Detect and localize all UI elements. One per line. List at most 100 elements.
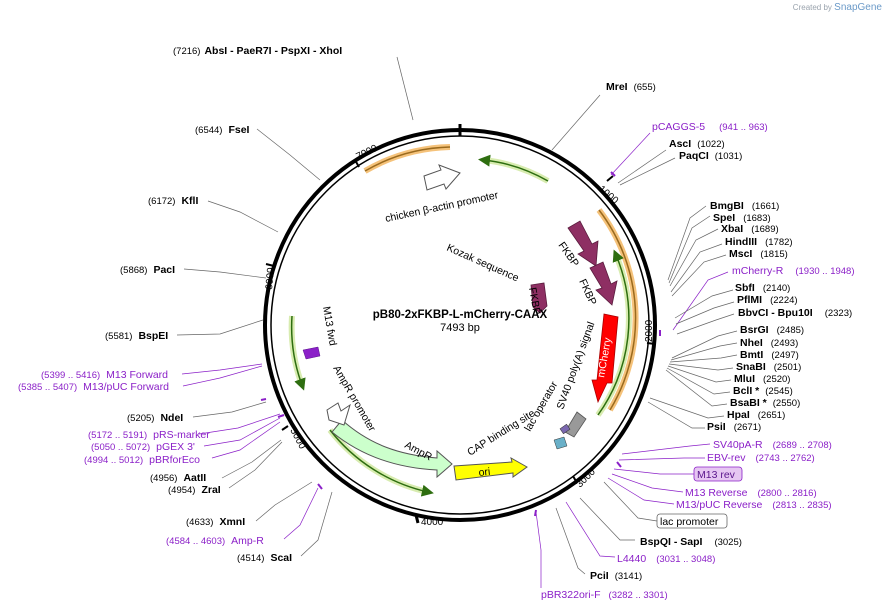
primers: pCAGGS-5(941 .. 963) mCherry-R(1930 .. 1…: [18, 121, 855, 601]
tick-7000-mark: [354, 159, 360, 168]
leader-psii: [647, 401, 705, 429]
tick-4000: 4000: [421, 517, 444, 528]
restriction-sites: (7216)AbsI - PaeR7I - PspXI - XhoI MreI(…: [105, 45, 852, 582]
site-sbfi[interactable]: SbfI(2140): [735, 282, 790, 294]
leader-absi: [396, 56, 414, 121]
plasmid-size: 7493 bp: [440, 322, 480, 334]
site-bsrgi[interactable]: BsrGI(2485): [740, 324, 804, 336]
primer-pcaggs5[interactable]: pCAGGS-5(941 .. 963): [652, 121, 768, 133]
leader-mlui: [667, 365, 732, 383]
leader-lines: [176, 56, 738, 588]
fkbp-arrow-3[interactable]: [530, 282, 548, 314]
ampr-promoter-arrow[interactable]: [326, 402, 351, 426]
leader-prsmarker: [198, 413, 281, 435]
leader-snabi: [668, 363, 734, 371]
tick-1000: 1000: [596, 184, 620, 207]
inner-band-right-line: [597, 249, 630, 416]
site-mrei[interactable]: MreI(655): [606, 81, 656, 93]
site-msci[interactable]: MscI(1815): [729, 248, 788, 260]
leader-ebvrev: [618, 457, 705, 461]
site-mlui[interactable]: MluI(2520): [734, 373, 790, 385]
ori-arrow[interactable]: [453, 456, 528, 481]
primer-mcherryr[interactable]: mCherry-R(1930 .. 1948): [732, 265, 855, 277]
mark-pcaggs5: [610, 171, 616, 177]
primer-m13forward[interactable]: (5399 .. 5416)M13 Forward: [41, 369, 168, 381]
inner-band-bottom-line: [329, 429, 434, 497]
site-paqci[interactable]: PaqCI(1031): [679, 150, 742, 162]
inner-band-left-line: [290, 315, 306, 391]
site-kfli[interactable]: (6172)KflI: [148, 195, 198, 207]
site-bspqi[interactable]: BspQI - SapI(3025): [640, 536, 742, 548]
kozak-label: Kozak sequence: [445, 242, 521, 285]
fkbp-arrow-1[interactable]: [567, 220, 599, 267]
primer-pbr322[interactable]: pBR322ori-F(3282 .. 3301): [541, 589, 668, 601]
site-xbai[interactable]: XbaI(1689): [721, 223, 779, 235]
site-bsabi[interactable]: BsaBI *(2550): [730, 397, 800, 409]
leader-lacprom: [603, 481, 658, 522]
site-fsei[interactable]: (6544)FseI: [195, 124, 250, 136]
tick-5000: 5000: [287, 426, 307, 451]
lac-promoter-box: [656, 513, 728, 529]
fkbp-arrow-2[interactable]: [589, 261, 618, 306]
site-bspei[interactable]: (5581)BspEI: [105, 330, 168, 342]
primer-pbrforeco[interactable]: (4994 .. 5012)pBRforEco: [84, 454, 200, 466]
leader-xmni: [255, 481, 313, 522]
site-pcii[interactable]: PciI(3141): [590, 570, 642, 582]
leader-mcherryr: [672, 271, 729, 331]
site-bmgbi[interactable]: BmgBI(1661): [710, 200, 779, 212]
site-aatii[interactable]: (4956)AatII: [150, 472, 206, 484]
primer-l4440[interactable]: L4440(3031 .. 3048): [617, 553, 715, 565]
leader-hindiii: [670, 243, 723, 293]
primer-ampr[interactable]: (4584 .. 4603)Amp-R: [166, 535, 264, 547]
fkbp-label-1: FKBP: [556, 240, 582, 269]
leader-paci: [183, 268, 267, 279]
leader-bspei: [176, 319, 264, 336]
mcherry-arrow[interactable]: [591, 313, 619, 404]
leader-pgex3: [203, 417, 281, 447]
primer-sv40par[interactable]: SV40pA-R(2689 .. 2708): [713, 439, 832, 451]
site-bmti[interactable]: BmtI(2497): [740, 349, 799, 361]
site-ndei[interactable]: (5205)NdeI: [127, 412, 183, 424]
leader-ndei: [192, 401, 267, 418]
ampr-arrow[interactable]: [331, 419, 453, 479]
lac-operator-box[interactable]: [559, 423, 571, 435]
site-asci[interactable]: AscI(1022): [669, 138, 725, 150]
inner-bands: [288, 154, 632, 497]
leader-fsei: [256, 128, 321, 181]
cap-binding-label: CAP binding site: [465, 407, 537, 458]
inner-band-top-line: [478, 154, 549, 182]
primer-m13pucfwd[interactable]: (5385 .. 5407)M13/pUC Forward: [18, 381, 169, 393]
site-spei[interactable]: SpeI(1683): [713, 212, 771, 224]
site-psii[interactable]: PsiI(2671): [707, 421, 761, 433]
leader-bspqi: [579, 497, 635, 541]
leader-asci: [617, 149, 667, 184]
site-absi[interactable]: (7216)AbsI - PaeR7I - PspXI - XhoI: [173, 45, 342, 57]
lac-promoter-label[interactable]: lac promoter: [660, 516, 719, 528]
mark-ebv: [616, 461, 622, 468]
m13-fwd-marker[interactable]: [302, 346, 321, 360]
primer-pgex3[interactable]: (5050 .. 5072)pGEX 3': [91, 441, 195, 453]
primer-ebvrev[interactable]: EBV-rev(2743 .. 2762): [707, 452, 815, 464]
site-pflmi[interactable]: PflMI(2224): [737, 294, 798, 306]
site-paci[interactable]: (5868)PacI: [120, 264, 175, 276]
sv40-polya-box[interactable]: [564, 411, 587, 438]
site-zrai[interactable]: (4954)ZraI: [168, 484, 221, 496]
primer-prsmarker[interactable]: (5172 .. 5191)pRS-marker: [88, 429, 210, 441]
feature-arrows: [302, 164, 619, 481]
site-hpai[interactable]: HpaI(2651): [727, 409, 785, 421]
plasmid-name: pB80-2xFKBP-L-mCherry-CAAX: [373, 309, 548, 321]
site-hindiii[interactable]: HindIII(1782): [725, 236, 793, 248]
leader-aatii: [221, 439, 282, 479]
leader-pbr322: [535, 511, 542, 588]
site-bcli[interactable]: BclI *(2545): [733, 385, 793, 397]
site-scai[interactable]: (4514)ScaI: [237, 552, 292, 564]
site-xmni[interactable]: (4633)XmnI: [186, 516, 245, 528]
site-snabi[interactable]: SnaBI(2501): [736, 361, 801, 373]
primer-m13reverse[interactable]: M13 Reverse(2800 .. 2816): [685, 487, 817, 499]
site-bbvci[interactable]: BbvCI - Bpu10I(2323): [738, 307, 852, 319]
chicken-actin-promoter-arrow[interactable]: [423, 164, 461, 191]
primer-m13pucrev[interactable]: M13/pUC Reverse(2813 .. 2835): [676, 499, 832, 511]
cap-binding-box[interactable]: [553, 436, 568, 450]
primer-m13rev[interactable]: M13 rev: [697, 469, 736, 481]
site-nhei[interactable]: NheI(2493): [740, 337, 798, 349]
